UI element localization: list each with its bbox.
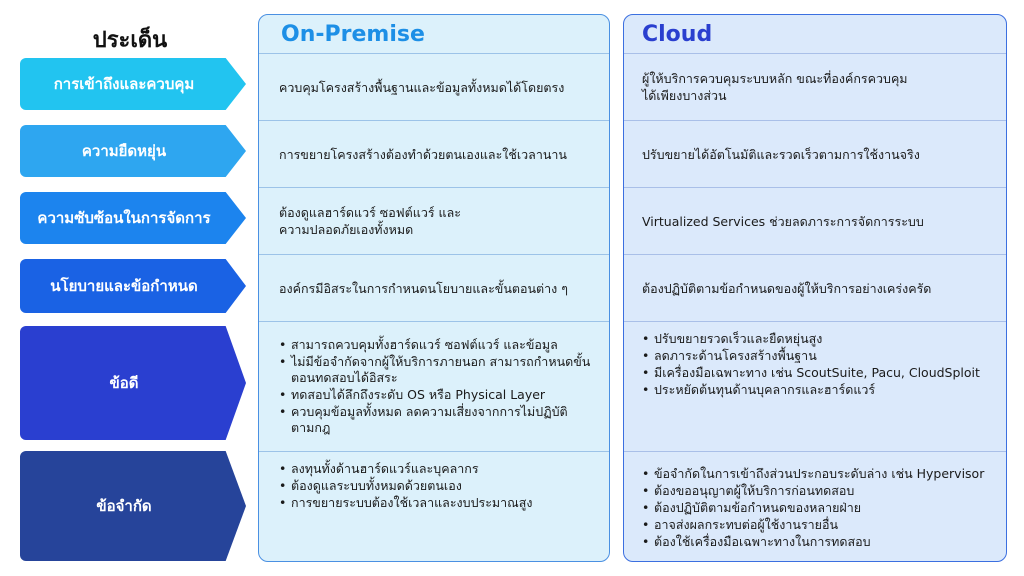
list-item: มีเครื่องมือเฉพาะทาง เช่น ScoutSuite, Pa… [642,365,988,381]
arrow-access-control: การเข้าถึงและควบคุม [20,58,246,110]
cloud-access-cell: ผู้ให้บริการควบคุมระบบหลัก ขณะที่องค์กรค… [624,53,1006,120]
list-item: ควบคุมข้อมูลทั้งหมด ลดความเสี่ยงจากการไม… [279,404,591,436]
list-item: สามารถควบคุมทั้งฮาร์ดแวร์ ซอฟต์แวร์ และข… [279,337,591,353]
cell-text: ปรับขยายได้อัตโนมัติและรวดเร็วตามการใช้ง… [642,146,920,162]
on-premise-access-cell: ควบคุมโครงสร้างพื้นฐานและข้อมูลทั้งหมดได… [259,53,609,120]
arrow-limitations: ข้อจำกัด [20,451,246,561]
cell-text: ผู้ให้บริการควบคุมระบบหลัก ขณะที่องค์กรค… [642,71,908,86]
arrow-management-complexity: ความซับซ้อนในการจัดการ [20,192,246,244]
arrow-label: การเข้าถึงและควบคุม [53,75,195,93]
on-premise-cons-list: ลงทุนทั้งด้านฮาร์ดแวร์และบุคลากร ต้องดูแ… [279,460,591,512]
on-premise-flexibility-cell: การขยายโครงสร้างต้องทำด้วยตนเองและใช้เวล… [259,120,609,187]
arrow-label: ความซับซ้อนในการจัดการ [37,209,211,227]
cloud-cons-list: ข้อจำกัดในการเข้าถึงส่วนประกอบระดับล่าง … [642,465,988,551]
list-item: ไม่มีข้อจำกัดจากผู้ให้บริการภายนอก สามาร… [279,354,591,386]
cloud-policy-cell: ต้องปฏิบัติตามข้อกำหนดของผู้ให้บริการอย่… [624,254,1006,321]
cloud-pros-list: ปรับขยายรวดเร็วและยืดหยุ่นสูง ลดภาระด้าน… [642,330,988,399]
on-premise-column: On-Premise ควบคุมโครงสร้างพื้นฐานและข้อม… [258,14,610,562]
arrow-label: นโยบายและข้อกำหนด [50,277,198,295]
cloud-cons-cell: ข้อจำกัดในการเข้าถึงส่วนประกอบระดับล่าง … [624,451,1006,561]
on-premise-pros-list: สามารถควบคุมทั้งฮาร์ดแวร์ ซอฟต์แวร์ และข… [279,336,591,437]
cell-text: การขยายโครงสร้างต้องทำด้วยตนเองและใช้เวล… [279,146,567,162]
cloud-complexity-cell: Virtualized Services ช่วยลดภาระการจัดการ… [624,187,1006,254]
topic-column-title: ประเด็น [92,28,168,53]
cell-text: ต้องปฏิบัติตามข้อกำหนดของผู้ให้บริการอย่… [642,280,932,296]
list-item: ลงทุนทั้งด้านฮาร์ดแวร์และบุคลากร [279,461,591,477]
list-item: ปรับขยายรวดเร็วและยืดหยุ่นสูง [642,331,988,347]
cell-text: ควบคุมโครงสร้างพื้นฐานและข้อมูลทั้งหมดได… [279,79,565,95]
on-premise-policy-cell: องค์กรมีอิสระในการกำหนดนโยบายและขั้นตอนต… [259,254,609,321]
list-item: ต้องใช้เครื่องมือเฉพาะทางในการทดสอบ [642,534,988,550]
arrow-label: ข้อจำกัด [96,497,152,515]
on-premise-cons-cell: ลงทุนทั้งด้านฮาร์ดแวร์และบุคลากร ต้องดูแ… [259,451,609,561]
list-item: ทดสอบได้ลึกถึงระดับ OS หรือ Physical Lay… [279,387,591,403]
cell-text: ต้องดูแลฮาร์ดแวร์ ซอฟต์แวร์ และ [279,205,461,220]
on-premise-header: On-Premise [281,21,425,47]
arrow-label: ความยืดหยุ่น [81,142,167,160]
list-item: ข้อจำกัดในการเข้าถึงส่วนประกอบระดับล่าง … [642,466,988,482]
list-item: ต้องปฏิบัติตามข้อกำหนดของหลายฝ่าย [642,500,988,516]
cell-text: ได้เพียงบางส่วน [642,88,727,103]
cloud-column: Cloud ผู้ให้บริการควบคุมระบบหลัก ขณะที่อ… [623,14,1007,562]
list-item: ต้องดูแลระบบทั้งหมดด้วยตนเอง [279,478,591,494]
list-item: ต้องขออนุญาตผู้ให้บริการก่อนทดสอบ [642,483,988,499]
list-item: การขยายระบบต้องใช้เวลาและงบประมาณสูง [279,495,591,511]
cell-text: องค์กรมีอิสระในการกำหนดนโยบายและขั้นตอนต… [279,280,568,296]
arrow-policy-compliance: นโยบายและข้อกำหนด [20,259,246,313]
list-item: ลดภาระด้านโครงสร้างพื้นฐาน [642,348,988,364]
arrow-label: ข้อดี [109,374,139,392]
list-item: ประหยัดต้นทุนด้านบุคลากรและฮาร์ดแวร์ [642,382,988,398]
arrow-advantages: ข้อดี [20,326,246,440]
cell-text: Virtualized Services ช่วยลดภาระการจัดการ… [642,213,924,229]
cloud-pros-cell: ปรับขยายรวดเร็วและยืดหยุ่นสูง ลดภาระด้าน… [624,321,1006,451]
list-item: อาจส่งผลกระทบต่อผู้ใช้งานรายอื่น [642,517,988,533]
on-premise-complexity-cell: ต้องดูแลฮาร์ดแวร์ ซอฟต์แวร์ และ ความปลอด… [259,187,609,254]
arrow-flexibility: ความยืดหยุ่น [20,125,246,177]
on-premise-pros-cell: สามารถควบคุมทั้งฮาร์ดแวร์ ซอฟต์แวร์ และข… [259,321,609,451]
topic-arrows: การเข้าถึงและควบคุม ความยืดหยุ่น ความซับ… [20,0,250,576]
cloud-header: Cloud [642,21,713,47]
cloud-flexibility-cell: ปรับขยายได้อัตโนมัติและรวดเร็วตามการใช้ง… [624,120,1006,187]
cell-text: ความปลอดภัยเองทั้งหมด [279,222,414,237]
